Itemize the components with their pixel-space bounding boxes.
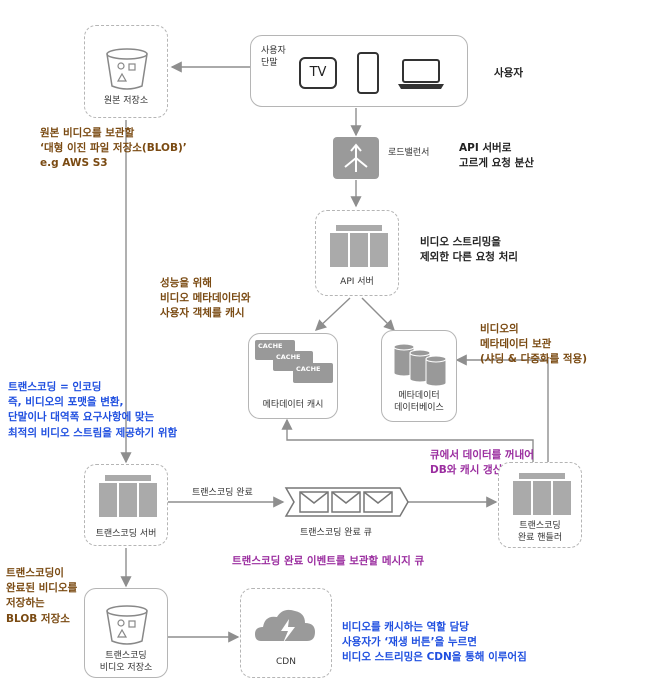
completion-handler-label: 트랜스코딩 완료 핸들러 — [517, 521, 563, 543]
bucket-icon — [106, 605, 148, 645]
bucket-icon — [106, 48, 148, 90]
arrow-api-to-cache — [314, 297, 351, 331]
cache-note: 성능을 위해 비디오 메타데이터와 사용자 객체를 캐시 — [160, 277, 251, 320]
server-rack-icon — [513, 473, 571, 515]
cdn-label: CDN — [276, 657, 296, 667]
queue-note: 트랜스코딩 완료 이벤트를 보관할 메시지 큐 — [232, 555, 425, 567]
cache-label-3: CACHE — [296, 365, 321, 373]
origin-storage-node[interactable]: 원본 저장소 — [84, 25, 168, 118]
users-note: 사용자 — [494, 67, 523, 79]
db-note: 비디오의 메타데이터 보관 (샤딩 & 다중화를 적용) — [480, 323, 588, 366]
origin-note: 원본 비디오를 보관할 ‘대형 이진 파일 저장소(BLOB)’ e.g AWS… — [40, 127, 187, 170]
transcoded-storage-label: 트랜스코딩 비디오 저장소 — [99, 651, 153, 673]
database-icon — [393, 343, 447, 387]
tv-icon: TV — [299, 57, 337, 89]
api-note: 비디오 스트리밍을 제외한 다른 요청 처리 — [420, 236, 518, 264]
user-device-label: 사용자 단말 — [261, 46, 286, 68]
load-balancer-label: 로드밸런서 — [388, 148, 430, 158]
metadata-db-label: 메타데이터 데이터베이스 — [394, 391, 444, 413]
transcoded-note: 트랜스코딩이 완료된 비디오를 저장하는 BLOB 저장소 — [6, 567, 78, 625]
cache-label-1: CACHE — [258, 342, 283, 350]
server-rack-icon — [330, 225, 388, 267]
arrow-api-to-db — [361, 297, 395, 331]
arrow-handler-to-db — [455, 354, 549, 462]
transcoding-server-node[interactable]: 트랜스코딩 서버 — [84, 464, 168, 546]
completion-queue-label: 트랜스코딩 완료 큐 — [300, 528, 372, 538]
handler-note: 큐에서 데이터를 꺼내어 DB와 캐시 갱신 — [430, 449, 534, 477]
cloud-icon — [255, 609, 315, 643]
tablet-icon — [357, 52, 379, 94]
transcoding-server-label: 트랜스코딩 서버 — [95, 529, 157, 539]
api-server-node[interactable]: API 서버 — [315, 210, 399, 296]
cdn-node[interactable]: CDN — [240, 588, 332, 678]
user-device-node[interactable]: 사용자 단말 TV — [250, 35, 468, 107]
server-rack-icon — [99, 475, 157, 517]
tv-label: TV — [309, 65, 327, 80]
cache-label-2: CACHE — [276, 353, 301, 361]
api-server-label: API 서버 — [340, 277, 374, 287]
transcoded-storage-node[interactable]: 트랜스코딩 비디오 저장소 — [84, 588, 168, 678]
cache-block-3: CACHE — [293, 363, 333, 383]
transcoding-done-label: 트랜스코딩 완료 — [192, 488, 253, 498]
metadata-cache-label: 메타데이터 캐시 — [262, 400, 324, 410]
transcode-note: 트랜스코딩 = 인코딩 즉, 비디오의 포맷을 변환, 단말이나 대역폭 요구사… — [8, 381, 178, 439]
completion-handler-node[interactable]: 트랜스코딩 완료 핸들러 — [498, 462, 582, 548]
origin-storage-label: 원본 저장소 — [103, 96, 149, 106]
cdn-note: 비디오를 캐시하는 역할 담당 사용자가 ‘재생 버튼’을 누르면 비디오 스트… — [342, 621, 527, 664]
laptop-icon — [398, 59, 444, 89]
metadata-db-node[interactable]: 메타데이터 데이터베이스 — [381, 330, 457, 422]
arrow-handler-to-cache — [281, 418, 534, 462]
lb-note: API 서버로 고르게 요청 분산 — [459, 142, 534, 170]
metadata-cache-node[interactable]: CACHE CACHE CACHE 메타데이터 캐시 — [248, 333, 338, 419]
